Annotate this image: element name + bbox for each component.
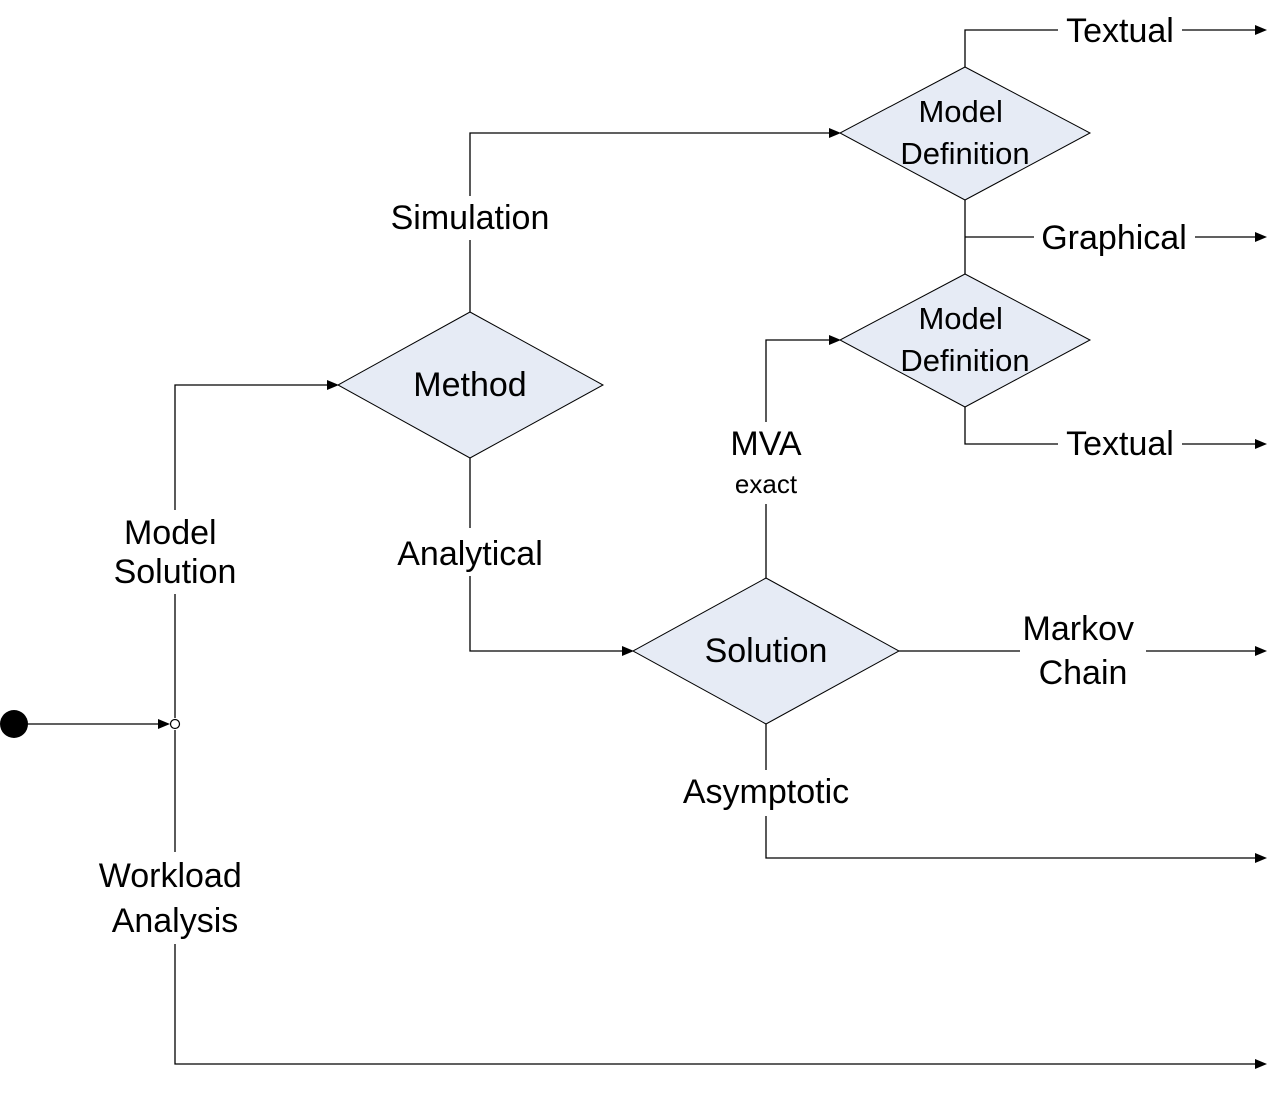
arrowhead — [1255, 853, 1267, 863]
connector-analytical-lower — [469, 576, 626, 652]
model-solution-line-1: Model — [124, 514, 217, 552]
model-definition-upper-line-2: Definition — [900, 136, 1029, 171]
connector-textual-top-left — [964, 29, 1058, 67]
workload-analysis-line-2: Analysis — [112, 902, 239, 940]
connector-model-solution-upper — [174, 384, 332, 510]
connector-workload-lower — [174, 944, 1258, 1065]
model-definition-lower-line-1: Model — [918, 301, 1002, 336]
arrowhead — [1255, 646, 1267, 656]
model-definition-upper-line-1: Model — [918, 94, 1002, 129]
arrowhead — [829, 335, 841, 345]
connector-mva-upper — [765, 339, 833, 422]
textual-top-label: Textual — [1066, 12, 1174, 50]
mva-label: MVA — [730, 425, 801, 463]
model-definition-lower-line-2: Definition — [900, 343, 1029, 378]
markov-chain-label: Markov Chain — [1023, 610, 1144, 692]
arrowhead — [1255, 232, 1267, 242]
connector-textual-bottom-left — [964, 407, 1058, 445]
asymptotic-label: Asymptotic — [683, 773, 849, 811]
junction-point — [169, 718, 181, 730]
connector-asymptotic-lower — [765, 816, 1258, 859]
arrowhead — [158, 719, 170, 729]
mva-exact-label: exact — [735, 469, 798, 499]
arrowhead — [1255, 25, 1267, 35]
model-definition-upper-label: Model Definition — [900, 94, 1029, 171]
simulation-label: Simulation — [391, 199, 550, 237]
model-solution-label: Model Solution — [114, 514, 237, 591]
arrowhead — [327, 380, 339, 390]
textual-bottom-label: Textual — [1066, 425, 1174, 463]
connector-simulation-upper — [469, 132, 833, 196]
start-node — [0, 710, 28, 738]
model-definition-upper-diamond — [838, 66, 1092, 201]
model-definition-lower-label: Model Definition — [900, 301, 1029, 378]
solution-label: Solution — [705, 632, 828, 670]
arrowhead — [1255, 1059, 1267, 1069]
markov-chain-line-2: Chain — [1039, 654, 1128, 692]
method-label: Method — [413, 366, 526, 404]
arrowhead — [1255, 439, 1267, 449]
arrowhead — [622, 646, 634, 656]
workload-analysis-line-1: Workload — [99, 857, 242, 895]
arrowhead — [829, 128, 841, 138]
graphical-label: Graphical — [1041, 219, 1187, 257]
model-solution-line-2: Solution — [114, 553, 237, 591]
markov-chain-line-1: Markov — [1023, 610, 1134, 648]
solution-diamond — [631, 577, 901, 725]
analytical-label: Analytical — [397, 535, 543, 573]
workload-analysis-label: Workload Analysis — [99, 857, 251, 940]
model-definition-lower-diamond — [838, 273, 1092, 408]
method-diamond — [336, 311, 605, 459]
